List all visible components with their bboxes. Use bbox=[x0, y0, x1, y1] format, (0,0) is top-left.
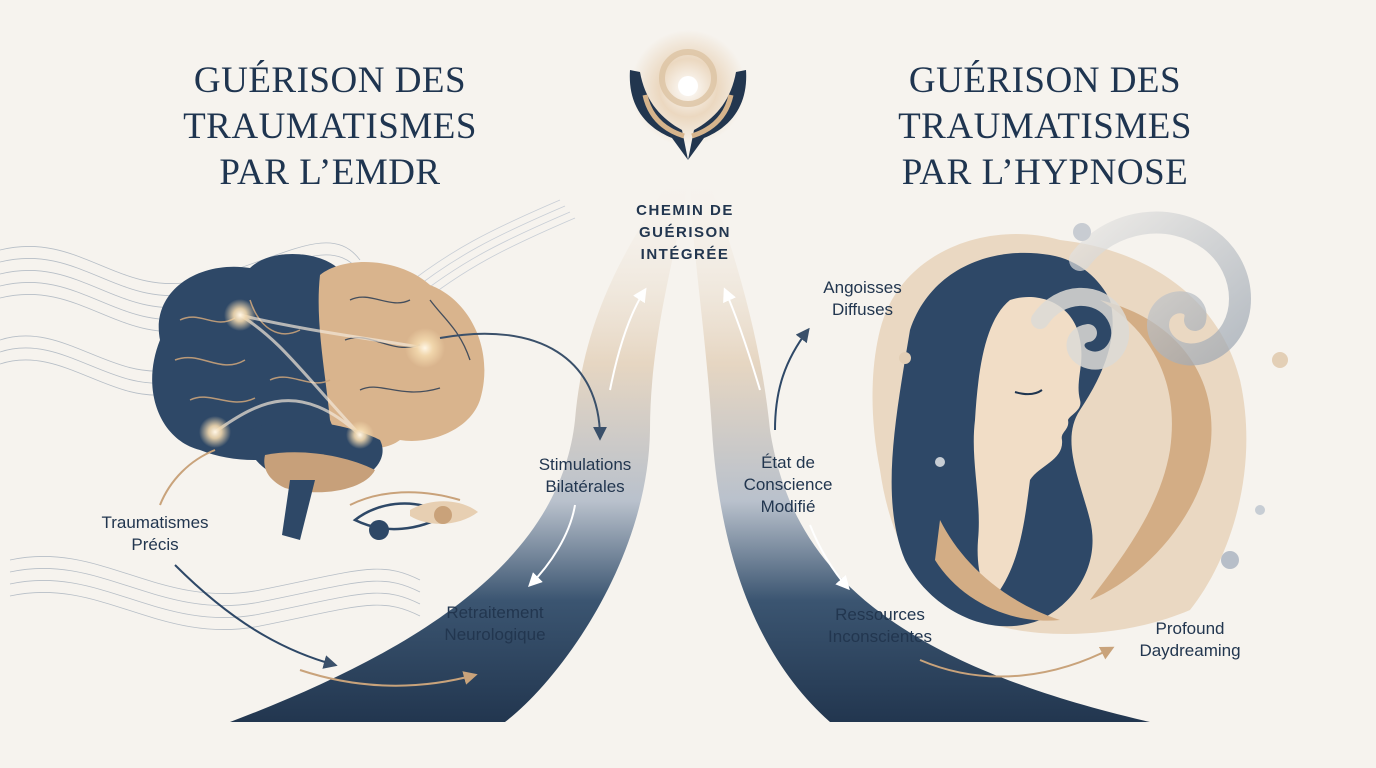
arrow-etat-to-ressources bbox=[809, 524, 850, 591]
label-etat-conscience-modifie: État de Conscience Modifié bbox=[743, 453, 833, 516]
arrow-right-path-up bbox=[723, 287, 761, 391]
title-emdr: GUÉRISON DES TRAUMATISMES PAR L’EMDR bbox=[183, 60, 477, 193]
arrow-etat-to-angoisses bbox=[774, 327, 810, 431]
label-angoisses-diffuses: Angoisses Diffuses bbox=[823, 278, 902, 319]
label-chemin-guerison: CHEMIN DE GUÉRISON INTÉGRÉE bbox=[636, 202, 734, 263]
label-traumatismes-precis: Traumatismes Précis bbox=[101, 513, 209, 554]
hands-icon bbox=[629, 30, 747, 160]
central-path-left bbox=[230, 170, 690, 722]
arrow-traumatismes-up bbox=[159, 449, 216, 506]
label-retraitement-neurologique: Retraitement Neurologique bbox=[444, 603, 546, 644]
arrow-left-path-up bbox=[609, 287, 647, 391]
arrow-brain-to-stimulations bbox=[439, 332, 607, 441]
label-stimulations-bilaterales: Stimulations Bilatérales bbox=[538, 455, 632, 496]
label-profound-daydreaming: Profound Daydreaming bbox=[1139, 619, 1241, 660]
label-ressources-inconscientes: Ressources Inconscientes bbox=[828, 605, 932, 646]
arrow-ressources-to-daydreaming bbox=[919, 646, 1115, 678]
arrow-tan-bottom-left bbox=[299, 669, 478, 687]
title-hypnose: GUÉRISON DES TRAUMATISMES PAR L’HYPNOSE bbox=[898, 60, 1192, 193]
arrow-traumatismes-down bbox=[174, 564, 338, 669]
arrow-stimulations-to-retraitement bbox=[528, 504, 576, 587]
swirl-icon bbox=[899, 211, 1288, 569]
central-path-right bbox=[690, 170, 1150, 722]
brain-icon bbox=[152, 253, 485, 540]
eye-icon bbox=[349, 491, 478, 540]
